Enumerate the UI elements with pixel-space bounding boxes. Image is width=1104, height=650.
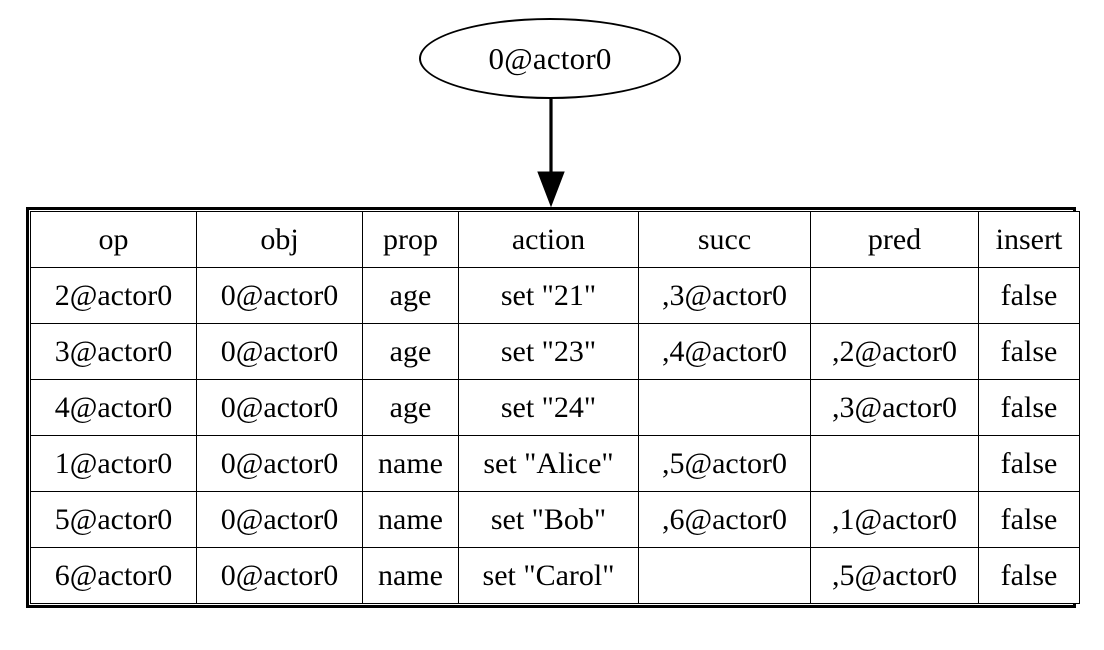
- cell-prop: age: [362, 267, 459, 324]
- cell-op: 2@actor0: [30, 267, 197, 324]
- cell-succ: ,6@actor0: [638, 491, 811, 548]
- cell-insert: false: [978, 267, 1080, 324]
- cell-op: 4@actor0: [30, 379, 197, 436]
- table-row[interactable]: 4@actor0 0@actor0 age set "24" ,3@actor0…: [30, 379, 1080, 436]
- cell-obj: 0@actor0: [196, 435, 363, 492]
- cell-obj: 0@actor0: [196, 547, 363, 604]
- op-table: op obj prop action succ pred insert 2@ac…: [30, 211, 1080, 604]
- cell-prop: name: [362, 435, 459, 492]
- cell-pred: [810, 435, 979, 492]
- cell-prop: name: [362, 491, 459, 548]
- node-0-actor0[interactable]: 0@actor0: [419, 18, 681, 99]
- table-row[interactable]: 6@actor0 0@actor0 name set "Carol" ,5@ac…: [30, 547, 1080, 604]
- column-header-prop: prop: [362, 211, 459, 268]
- column-header-insert: insert: [978, 211, 1080, 268]
- cell-action: set "23": [458, 323, 639, 380]
- column-header-succ: succ: [638, 211, 811, 268]
- column-header-action: action: [458, 211, 639, 268]
- cell-insert: false: [978, 491, 1080, 548]
- cell-succ: ,3@actor0: [638, 267, 811, 324]
- table-row[interactable]: 5@actor0 0@actor0 name set "Bob" ,6@acto…: [30, 491, 1080, 548]
- cell-obj: 0@actor0: [196, 491, 363, 548]
- cell-action: set "Bob": [458, 491, 639, 548]
- cell-action: set "24": [458, 379, 639, 436]
- column-header-obj: obj: [196, 211, 363, 268]
- op-table-container: op obj prop action succ pred insert 2@ac…: [26, 207, 1080, 608]
- table-header-row: op obj prop action succ pred insert: [30, 211, 1080, 268]
- arrowhead-icon: [537, 171, 565, 208]
- cell-pred: ,3@actor0: [810, 379, 979, 436]
- cell-op: 1@actor0: [30, 435, 197, 492]
- cell-action: set "21": [458, 267, 639, 324]
- node-label: 0@actor0: [488, 41, 612, 76]
- column-header-pred: pred: [810, 211, 979, 268]
- cell-prop: age: [362, 379, 459, 436]
- cell-op: 5@actor0: [30, 491, 197, 548]
- table-row[interactable]: 1@actor0 0@actor0 name set "Alice" ,5@ac…: [30, 435, 1080, 492]
- cell-succ: [638, 547, 811, 604]
- cell-pred: ,2@actor0: [810, 323, 979, 380]
- table-row[interactable]: 3@actor0 0@actor0 age set "23" ,4@actor0…: [30, 323, 1080, 380]
- cell-insert: false: [978, 435, 1080, 492]
- cell-succ: ,4@actor0: [638, 323, 811, 380]
- cell-pred: ,5@actor0: [810, 547, 979, 604]
- cell-op: 6@actor0: [30, 547, 197, 604]
- cell-prop: name: [362, 547, 459, 604]
- cell-succ: [638, 379, 811, 436]
- cell-action: set "Carol": [458, 547, 639, 604]
- cell-pred: ,1@actor0: [810, 491, 979, 548]
- cell-succ: ,5@actor0: [638, 435, 811, 492]
- cell-insert: false: [978, 547, 1080, 604]
- cell-obj: 0@actor0: [196, 267, 363, 324]
- column-header-op: op: [30, 211, 197, 268]
- cell-action: set "Alice": [458, 435, 639, 492]
- cell-insert: false: [978, 323, 1080, 380]
- cell-obj: 0@actor0: [196, 323, 363, 380]
- cell-pred: [810, 267, 979, 324]
- cell-prop: age: [362, 323, 459, 380]
- cell-obj: 0@actor0: [196, 379, 363, 436]
- cell-op: 3@actor0: [30, 323, 197, 380]
- cell-insert: false: [978, 379, 1080, 436]
- table-row[interactable]: 2@actor0 0@actor0 age set "21" ,3@actor0…: [30, 267, 1080, 324]
